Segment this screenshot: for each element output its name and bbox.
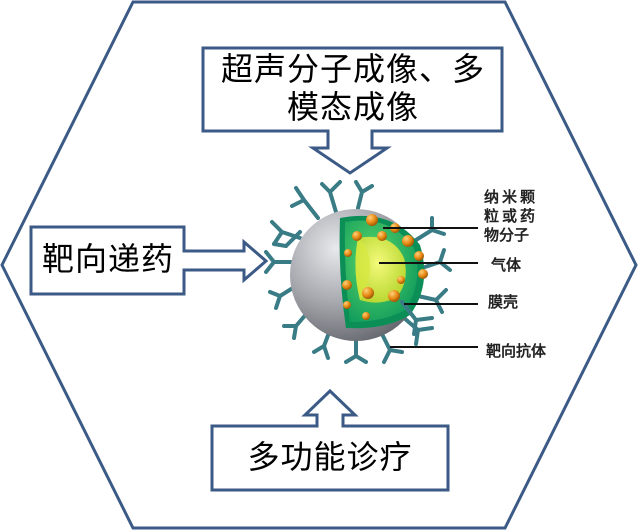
label-nanoparticle-line3: 物分子 [484,226,530,244]
label-antibody: 靶向抗体 [486,342,547,360]
label-nanoparticle-line1: 纳米颗 [484,188,539,206]
label-gas: 气体 [491,256,522,274]
top-box-line1: 超声分子成像、多 [220,50,485,88]
label-nanoparticle: 纳米颗 粒或药 物分子 [484,188,564,245]
nanoparticles [342,214,428,320]
leader-lines [379,227,478,348]
top-box-text: 超声分子成像、多 模态成像 [206,50,500,126]
top-callout-box [201,46,504,175]
microbubble-illustration [264,180,452,364]
bottom-callout-box [210,388,450,492]
label-shell: 膜壳 [488,293,519,311]
left-box-text: 靶向递药 [41,240,174,278]
bottom-box-text: 多功能诊疗 [247,438,413,476]
label-nanoparticle-line2: 粒或药 [484,207,539,225]
top-box-line2: 模态成像 [286,88,419,126]
left-callout-box [29,225,269,296]
